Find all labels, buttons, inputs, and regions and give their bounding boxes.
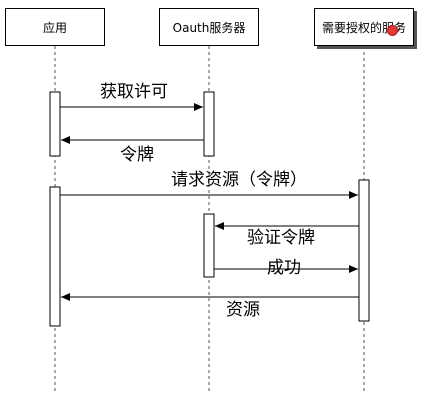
message-request-resource: 请求资源（令牌） <box>171 170 307 190</box>
activation-service <box>358 179 370 322</box>
activation-app-1 <box>49 91 61 157</box>
notification-badge-icon <box>387 25 398 36</box>
message-verify-token: 验证令牌 <box>247 228 315 248</box>
participant-service-label: 需要授权的服务 <box>321 20 406 35</box>
message-token: 令牌 <box>120 145 154 165</box>
activation-oauth-2 <box>203 213 215 278</box>
message-success: 成功 <box>267 258 301 278</box>
activation-app-2 <box>49 186 61 327</box>
participant-app-label: 应用 <box>42 20 67 35</box>
participant-oauth-label: Oauth服务器 <box>172 20 246 35</box>
message-get-permission: 获取许可 <box>100 82 168 102</box>
message-resource: 资源 <box>226 300 260 320</box>
participant-service: 需要授权的服务 <box>314 8 414 46</box>
participant-oauth: Oauth服务器 <box>159 8 259 46</box>
activation-oauth-1 <box>203 91 215 157</box>
participant-app: 应用 <box>5 8 105 46</box>
